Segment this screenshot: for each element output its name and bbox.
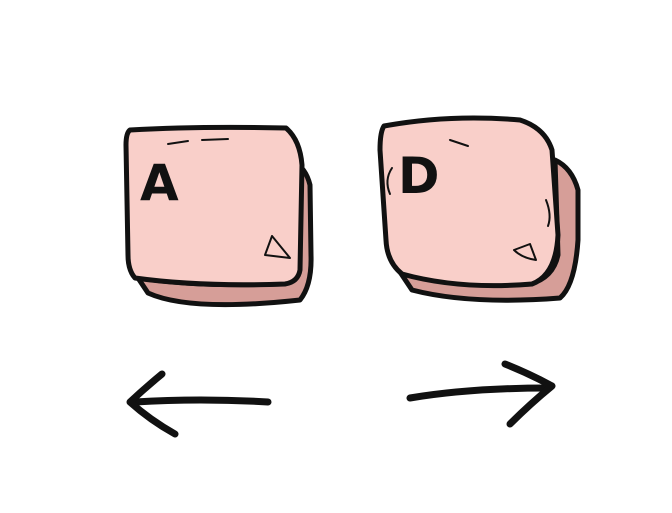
key-a-label: A [140,154,179,212]
arrow-right-icon [406,360,556,428]
arrow-right-shaft [406,384,552,402]
key-d-highlight-top [449,139,469,147]
key-d-highlight-left [386,167,393,195]
arrow-left-head [126,370,179,438]
key-a-face [123,124,305,288]
key-a[interactable]: A [123,124,314,308]
key-d-face [377,115,561,289]
key-d-label: D [398,147,440,205]
arrow-right-head [501,360,556,428]
arrow-left-icon [126,370,272,438]
key-d[interactable]: D [377,115,581,303]
key-d-highlight-right [545,199,551,227]
key-d-highlight-corner [513,243,537,261]
key-a-highlight-top [167,138,229,145]
key-a-highlight-corner [264,235,291,259]
arrow-left-shaft [131,396,272,406]
